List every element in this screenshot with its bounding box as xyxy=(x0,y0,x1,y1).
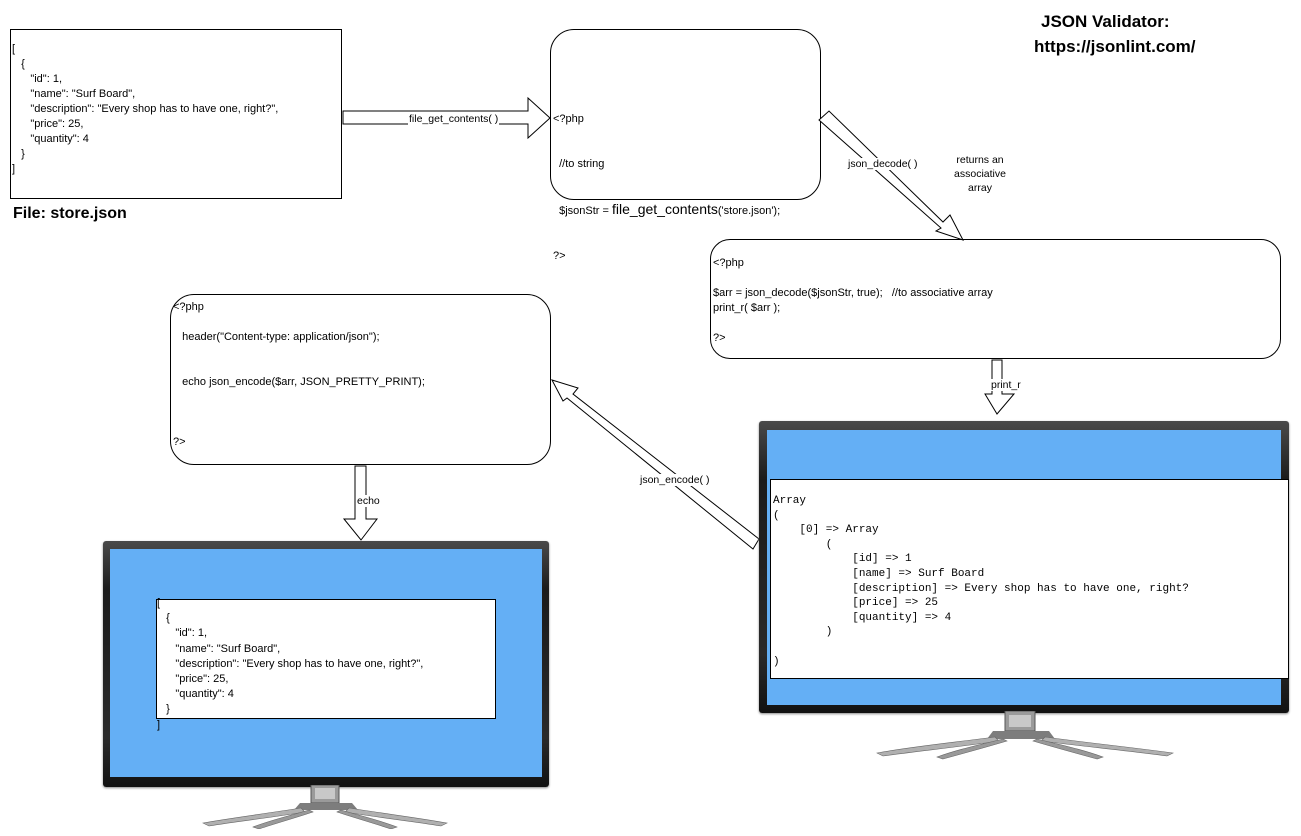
php-read-open: <?php xyxy=(553,113,584,125)
file-caption: File: store.json xyxy=(13,205,127,222)
json-output: [ { "id": 1, "name": "Surf Board", "desc… xyxy=(157,597,424,731)
validator-title: JSON Validator: xyxy=(1041,12,1170,31)
php-read-statement: $jsonStr = file_get_contents('store.json… xyxy=(553,201,781,218)
php-encode-box: <?php header("Content-type: application/… xyxy=(170,294,551,465)
label-returns: returns an associative array xyxy=(954,154,1006,194)
php-read-comment: //to string xyxy=(553,158,605,170)
file-box: [ { "id": 1, "name": "Surf Board", "desc… xyxy=(10,29,342,199)
php-decode-box: <?php $arr = json_decode($jsonStr, true)… xyxy=(710,239,1281,359)
php-read-close: ?> xyxy=(553,250,566,262)
left-screen-output: [ { "id": 1, "name": "Surf Board", "desc… xyxy=(156,597,496,731)
arrow-json-encode xyxy=(551,379,760,550)
file-json-code: [ { "id": 1, "name": "Surf Board", "desc… xyxy=(12,43,279,175)
label-json-encode: json_encode( ) xyxy=(639,474,711,486)
validator-url[interactable]: https://jsonlint.com/ xyxy=(1034,37,1196,56)
php-encode-code: <?php header("Content-type: application/… xyxy=(173,301,425,448)
php-decode-code: <?php $arr = json_decode($jsonStr, true)… xyxy=(713,257,993,344)
php-read-box: <?php //to string $jsonStr = file_get_co… xyxy=(550,29,821,262)
label-print-r: print_r xyxy=(990,379,1022,391)
tv-stand xyxy=(202,785,448,829)
label-file-get-contents: file_get_contents( ) xyxy=(408,113,500,125)
print-r-output: Array ( [0] => Array ( [id] => 1 [name] … xyxy=(773,495,1189,668)
right-screen-output: Array ( [0] => Array ( [id] => 1 [name] … xyxy=(770,479,1289,679)
tv-stand xyxy=(876,711,1175,760)
label-echo: echo xyxy=(356,495,381,507)
arrow-json-decode xyxy=(818,110,965,241)
label-json-decode: json_decode( ) xyxy=(847,158,919,170)
